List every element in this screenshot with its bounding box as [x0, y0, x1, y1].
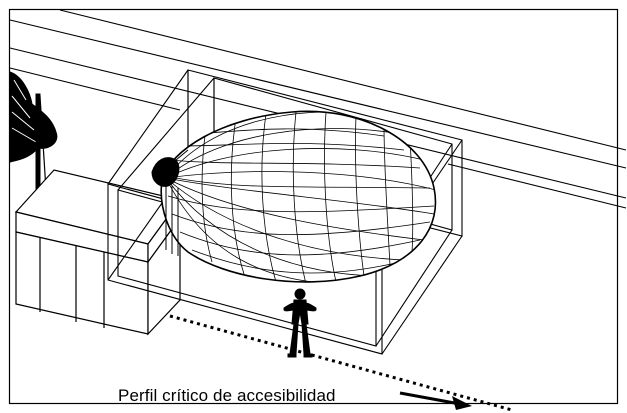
person-standing-icon: [283, 288, 317, 358]
building: [14, 169, 182, 336]
frame-border: [8, 8, 619, 405]
accessibility-profile-line: [169, 314, 513, 412]
ellipsoid-shell: [151, 110, 437, 283]
arrow-right-icon: [399, 391, 472, 410]
support-posts: [165, 186, 179, 256]
tree-left: [9, 71, 58, 191]
caption-label: Perfil crítico de accesibilidad: [118, 386, 336, 405]
